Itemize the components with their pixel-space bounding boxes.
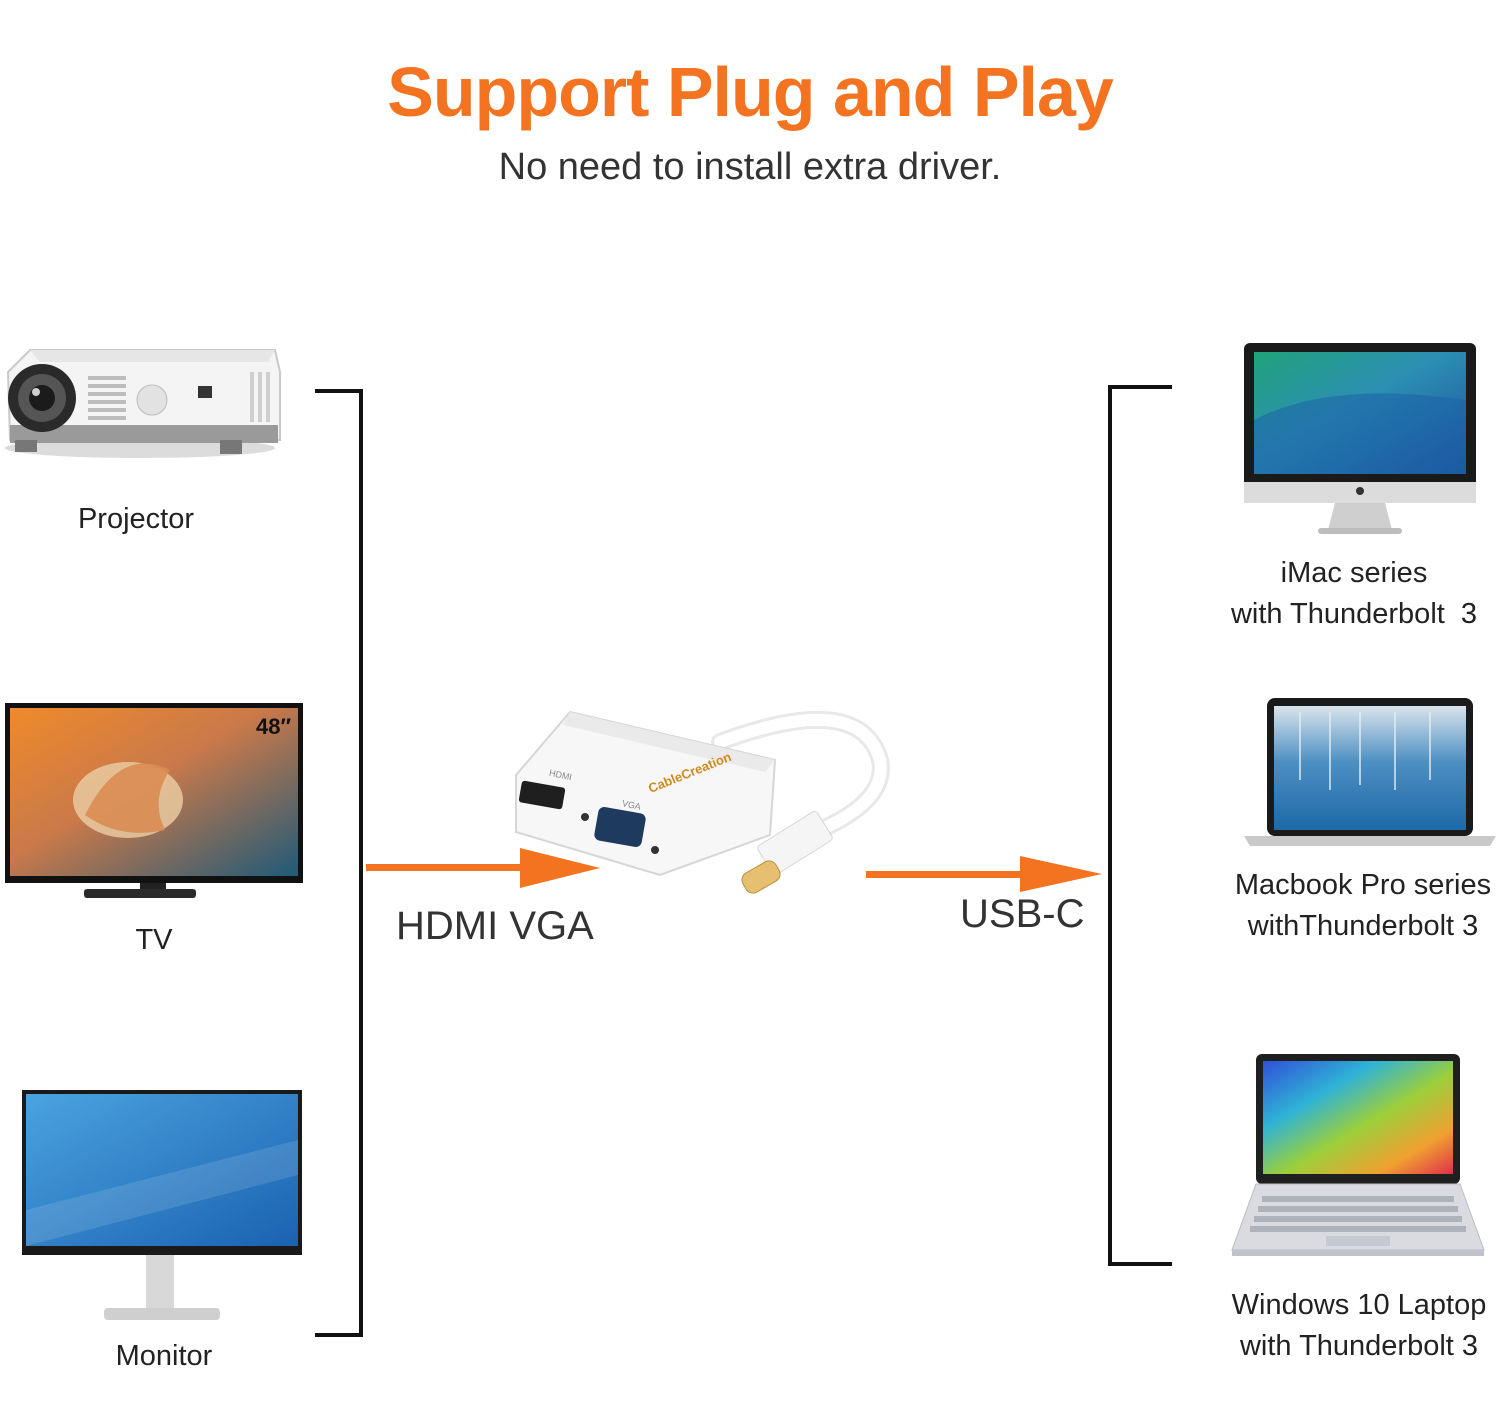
- adapter-image: [515, 710, 890, 894]
- output-arrow: [366, 848, 600, 888]
- macbook-label-line2: withThunderbolt 3: [1247, 910, 1479, 942]
- input-arrow: [866, 856, 1102, 892]
- imac-image: [1244, 343, 1476, 534]
- projector-label: Projector: [77, 503, 195, 535]
- outputs-bracket: [315, 389, 363, 1337]
- tv-size-badge: 48″: [256, 714, 292, 739]
- monitor-image: [22, 1090, 302, 1320]
- windows-laptop-label-line1: Windows 10 Laptop: [1231, 1289, 1487, 1321]
- input-port-label: USB-C: [960, 892, 1085, 936]
- windows-laptop-label-line2: with Thunderbolt 3: [1239, 1330, 1479, 1362]
- macbook-image: [1244, 698, 1496, 846]
- inputs-bracket: [1108, 385, 1172, 1266]
- page-title: Support Plug and Play: [387, 53, 1114, 131]
- projector-image: [5, 349, 281, 458]
- monitor-label: Monitor: [115, 1340, 213, 1372]
- windows-laptop-image: [1231, 1054, 1485, 1256]
- windows-laptop-label: Windows 10 Laptop with Thunderbolt 3: [1218, 1285, 1500, 1367]
- imac-label-line2: with Thunderbolt 3: [1230, 598, 1478, 630]
- tv-label: TV: [135, 924, 173, 956]
- tv-image: [5, 703, 303, 898]
- imac-label: iMac series with Thunderbolt 3: [1214, 553, 1494, 635]
- page-subtitle: No need to install extra driver.: [498, 146, 1002, 188]
- macbook-label: Macbook Pro series withThunderbolt 3: [1222, 865, 1500, 947]
- macbook-label-line1: Macbook Pro series: [1234, 869, 1492, 901]
- imac-label-line1: iMac series: [1280, 557, 1428, 589]
- output-ports-label: HDMI VGA: [396, 904, 594, 948]
